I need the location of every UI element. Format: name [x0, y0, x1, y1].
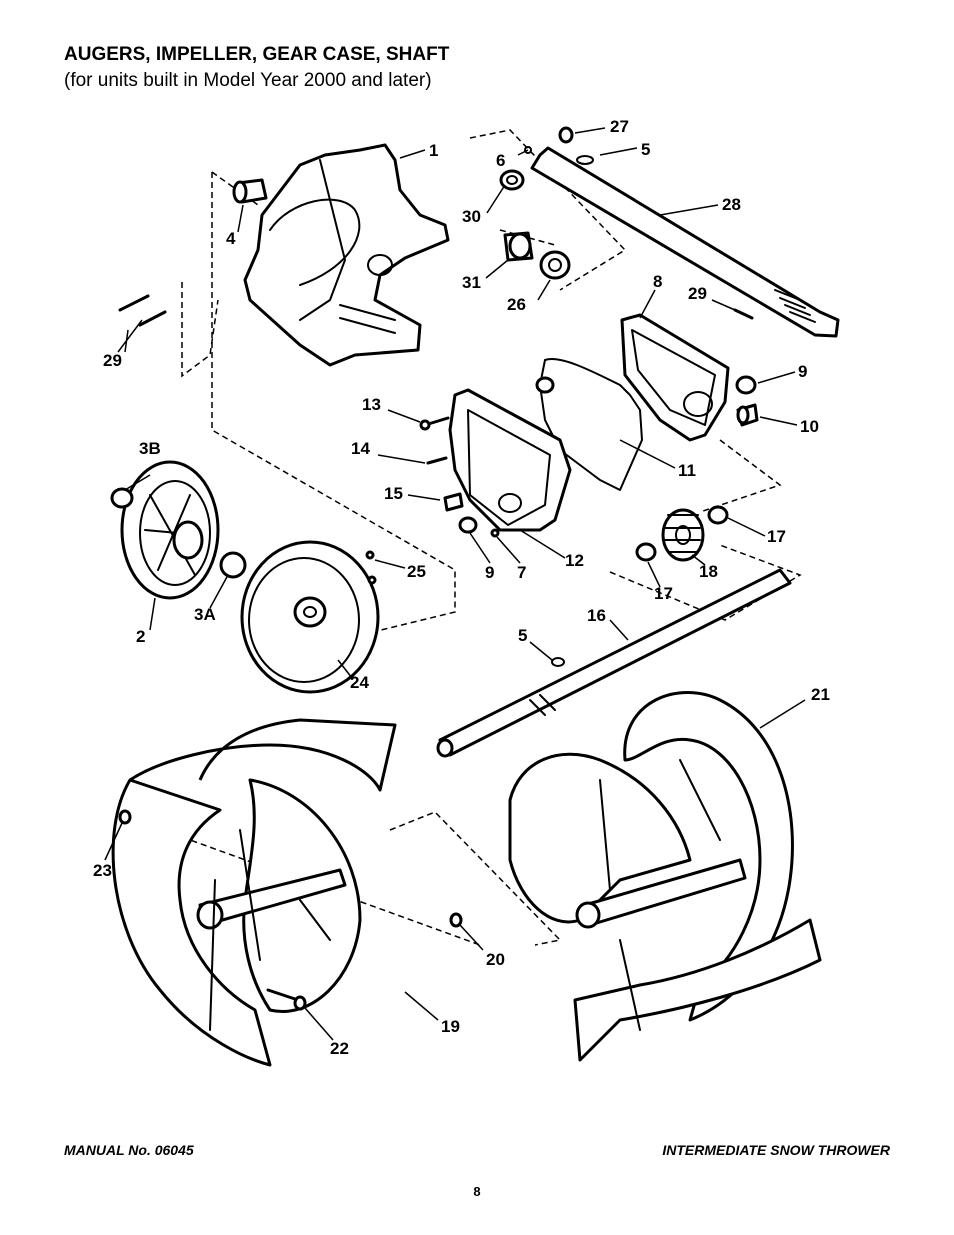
callout-label: 10	[800, 417, 819, 436]
callout-label: 12	[565, 551, 584, 570]
part-small-hardware	[419, 375, 759, 538]
page-title: AUGERS, IMPELLER, GEAR CASE, SHAFT	[64, 44, 450, 65]
callout-label: 2	[136, 627, 145, 646]
callout-label: 19	[441, 1017, 460, 1036]
callout-label: 26	[507, 295, 526, 314]
callout-label: 6	[496, 151, 505, 170]
part-shaft	[530, 146, 840, 338]
callout-label: 4	[226, 229, 236, 248]
callout-label: 8	[653, 272, 662, 291]
callout-label: 18	[699, 562, 718, 581]
callout-label: 13	[362, 395, 381, 414]
callout-label: 16	[587, 606, 606, 625]
callout-label: 17	[767, 527, 786, 546]
footer-product-name: INTERMEDIATE SNOW THROWER	[662, 1142, 890, 1158]
part-pulley	[110, 460, 247, 600]
part-auger-hardware	[118, 809, 463, 1011]
page-number: 8	[473, 1184, 481, 1199]
callout-label: 22	[330, 1039, 349, 1058]
callout-label: 27	[610, 117, 629, 136]
callout-label: 23	[93, 861, 112, 880]
part-right-auger	[508, 691, 822, 1062]
callout-label: 3A	[194, 605, 216, 624]
callout-label: 5	[518, 626, 527, 645]
callout-label: 14	[351, 439, 370, 458]
footer-manual-number: MANUAL No. 06045	[64, 1142, 194, 1158]
callout-label: 9	[485, 563, 494, 582]
callout-label: 3B	[139, 439, 161, 458]
part-worm-gear	[635, 505, 729, 562]
part-gear-case	[448, 313, 730, 532]
callout-label: 20	[486, 950, 505, 969]
page-subtitle: (for units built in Model Year 2000 and …	[64, 70, 432, 91]
callout-label: 31	[462, 273, 481, 292]
callout-label: 24	[350, 673, 369, 692]
part-bearings-washers	[232, 126, 574, 280]
callout-label: 9	[798, 362, 807, 381]
part-impeller-housing	[243, 143, 450, 367]
callout-label: 17	[654, 584, 673, 603]
leader-lines	[104, 127, 806, 1041]
callout-label: 25	[407, 562, 426, 581]
callout-label: 1	[429, 141, 438, 160]
callout-label: 28	[722, 195, 741, 214]
callout-label: 29	[688, 284, 707, 303]
callout-label: 30	[462, 207, 481, 226]
part-impeller	[240, 540, 380, 694]
callout-label: 11	[678, 461, 696, 480]
callout-label: 29	[103, 351, 122, 370]
callout-labels: 1 27 6 5 28 30 4 31 26 8 29 29 9 10 13 1…	[93, 117, 830, 1058]
callout-label: 21	[811, 685, 830, 704]
part-auger-shaft	[436, 568, 792, 758]
callout-label: 5	[641, 140, 650, 159]
part-left-auger	[111, 718, 397, 1067]
callout-label: 7	[517, 563, 526, 582]
part-roll-pins	[118, 294, 754, 327]
callout-label: 15	[384, 484, 403, 503]
